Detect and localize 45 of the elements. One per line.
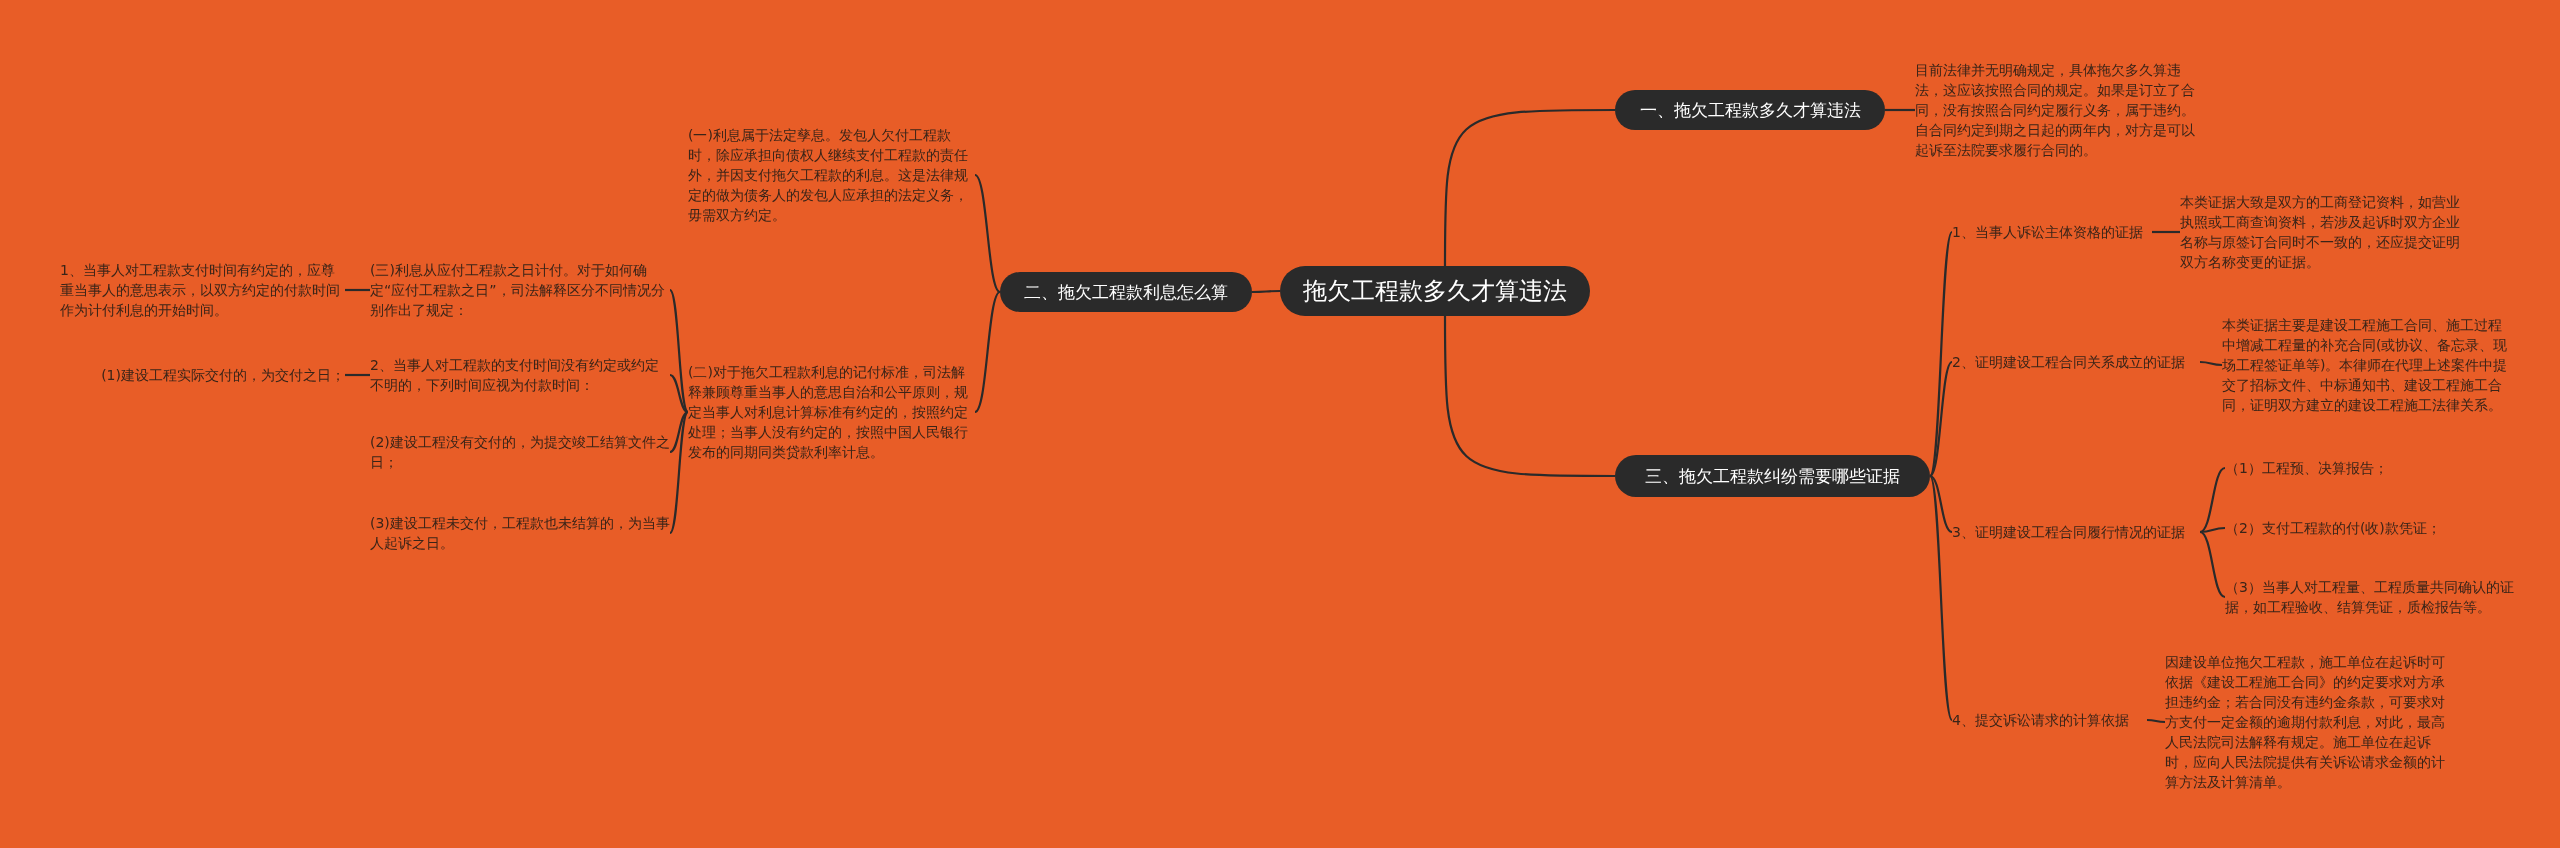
connector-line [2152, 230, 2180, 234]
subtopic-text: 1、当事人诉讼主体资格的证据 [1952, 222, 2152, 242]
subtopic-text: （2）支付工程款的付(收)款凭证； [2225, 518, 2485, 538]
note-text: (二)对于拖欠工程款利息的记付标准，司法解释兼顾尊重当事人的意思自治和公平原则，规定当事人对利息计算标准有约定的，按照约定处理；当事人没有约定的，按照中国人民银行发布的同期同类贷款利率计息。 [688, 362, 975, 462]
note-text: 本类证据大致是双方的工商登记资料，如营业执照或工商查询资料，若涉及起诉时双方企业名称与原签订合同时不一致的，还应提交证明双方名称变更的证据。 [2180, 192, 2472, 272]
note-text: (2)建设工程没有交付的，为提交竣工结算文件之日； [370, 432, 670, 472]
topic-node: 三、拖欠工程款纠纷需要哪些证据 [1615, 455, 1930, 497]
subtopic-text: 4、提交诉讼请求的计算依据 [1952, 710, 2147, 730]
connector-line [669, 374, 689, 413]
note-text: 本类证据主要是建设工程施工合同、施工过程中增减工程量的补充合同(或协议、备忘录、现场工程签证单等)。本律师在代理上述案件中提交了招标文件、中标通知书、建设工程施工合同，证明双方建立的建设工程施工法律关系。 [2222, 315, 2514, 415]
connector-line [974, 174, 1001, 293]
connector-line [1929, 475, 1953, 721]
note-text: 目前法律并无明确规定，具体拖欠多久算违法，这应该按照合同的规定。如果是订立了合同，没有按照合同约定履行义务，属于违约。自合同约定到期之日起的两年内，对方是可以起诉至法院要求履行合同的。 [1915, 60, 2207, 160]
note-text: 2、当事人对工程款的支付时间没有约定或约定不明的，下列时间应视为付款时间： [370, 355, 670, 395]
subtopic-text: 3、证明建设工程合同履行情况的证据 [1952, 522, 2200, 542]
topic-node: 二、拖欠工程款利息怎么算 [1000, 272, 1252, 312]
subtopic-text: 2、证明建设工程合同关系成立的证据 [1952, 352, 2200, 372]
connector-line [1929, 361, 1953, 477]
connector-line [2199, 360, 2223, 367]
connector-line [1443, 316, 1615, 478]
note-text: 1、当事人对工程款支付时间有约定的，应尊重当事人的意思表示，以双方约定的付款时间作为计付利息的开始时间。 [60, 260, 345, 320]
note-text: (一)利息属于法定孳息。发包人欠付工程款时，除应承担向债权人继续支付工程款的责任外，并因支付拖欠工程款的利息。这是法律规定的做为债务人的发包人应承担的法定义务，毋需双方约定。 [688, 125, 975, 225]
connector-line [669, 411, 689, 534]
note-text: (3)建设工程未交付，工程款也未结算的，为当事人起诉之日。 [370, 513, 670, 553]
subtopic-text: (1)建设工程实际交付的，为交付之日； [85, 365, 345, 385]
connector-line [345, 373, 370, 377]
subtopic-text: （1）工程预、决算报告； [2225, 458, 2485, 478]
connector-line [345, 288, 370, 292]
topic-node: 一、拖欠工程款多久才算违法 [1615, 90, 1885, 130]
connector-line [1443, 108, 1615, 266]
connector-line [2146, 718, 2166, 724]
note-text: (三)利息从应付工程款之日计付。对于如何确定“应付工程款之日”，司法解释区分不同情况分别作出了规定： [370, 260, 670, 320]
note-text: （3）当事人对工程量、工程质量共同确认的证据，如工程验收、结算凭证，质检报告等。 [2225, 577, 2517, 617]
connector-line [1929, 475, 1953, 533]
connector-line [669, 289, 689, 413]
connector-line [1885, 108, 1915, 112]
central-topic: 拖欠工程款多久才算违法 [1280, 266, 1590, 316]
connector-line [2199, 526, 2226, 534]
note-text: 因建设单位拖欠工程款，施工单位在起诉时可依据《建设工程施工合同》的约定要求对方承担违约金；若合同没有违约金条款，可要求对方支付一定金额的逾期付款利息，对此，最高人民法院司法解释有规定。施工单位在起诉时，应向人民法院提供有关诉讼请求金额的计算方法及计算清单。 [2165, 652, 2457, 792]
connector-line [974, 291, 1001, 413]
connector-line [1252, 289, 1280, 294]
connector-line [2199, 467, 2226, 533]
connector-line [669, 411, 689, 453]
connector-line [2199, 531, 2226, 598]
connector-line [1929, 231, 1953, 477]
